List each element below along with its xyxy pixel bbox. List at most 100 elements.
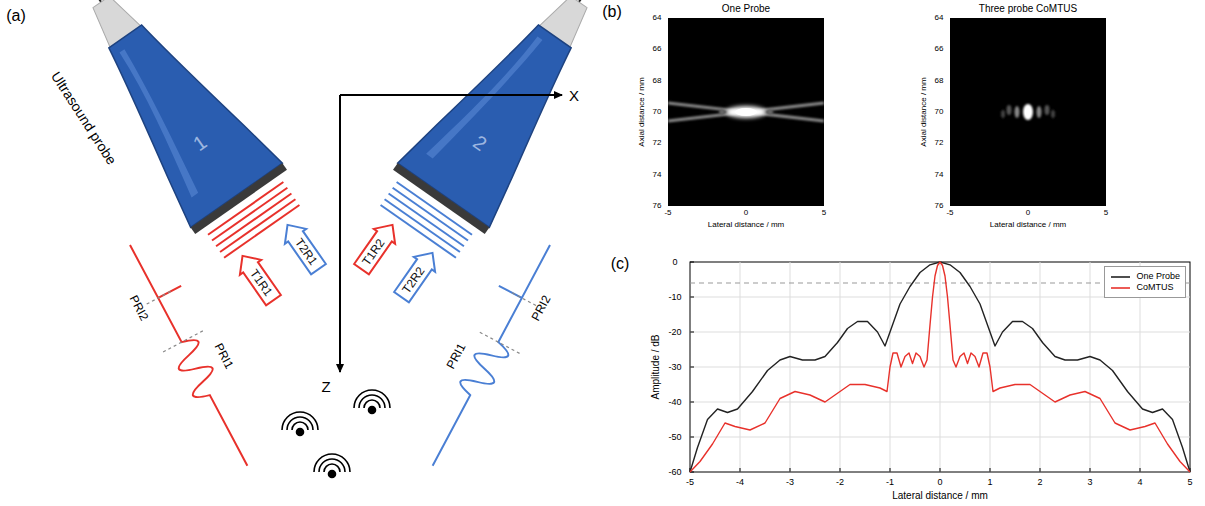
tick-mark	[940, 468, 941, 472]
wavefront	[208, 182, 283, 235]
point-scatterer	[282, 390, 390, 478]
label: 5	[822, 209, 826, 217]
label: Lateral distance / mm	[892, 491, 988, 501]
label: -20	[668, 328, 681, 337]
legend-text: One Probe	[1136, 272, 1180, 281]
legend-line	[1111, 287, 1130, 289]
coordinate-axes	[339, 95, 341, 372]
psf-image	[1001, 110, 1005, 118]
signal-waveform	[477, 331, 519, 354]
tick-mark	[1090, 468, 1091, 472]
legend-box: One ProbeCoMTUS	[1104, 266, 1186, 298]
point-scatterer	[297, 429, 304, 436]
label: 64	[653, 14, 662, 22]
probe-cable	[51, 0, 104, 5]
tick-mark	[690, 332, 694, 333]
label: -3	[786, 478, 794, 487]
label: PRI1	[212, 341, 235, 370]
label: 0	[744, 209, 748, 217]
label: (b)	[602, 4, 622, 20]
arrow-shape	[277, 217, 329, 276]
arrow-label: T2R2	[400, 264, 427, 295]
psf-image	[1025, 107, 1031, 117]
label: -5	[664, 209, 671, 217]
label: Lateral distance / mm	[708, 221, 784, 229]
label: 74	[653, 171, 662, 179]
label: -5	[946, 209, 953, 217]
label: 2	[1037, 478, 1042, 487]
label: 66	[935, 45, 944, 53]
label: Z	[321, 379, 330, 394]
signal-waveform	[160, 331, 202, 354]
amplitude-curve	[690, 262, 1190, 472]
tick-mark	[840, 468, 841, 472]
legend-sample	[1110, 284, 1132, 292]
tick-mark	[890, 468, 891, 472]
legend-row: One Probe	[1110, 272, 1180, 281]
psf-image	[1045, 105, 1050, 115]
label: 76	[653, 202, 662, 210]
label: -4	[736, 478, 744, 487]
label: 70	[653, 108, 662, 116]
point-scatterer	[314, 454, 350, 472]
label: 70	[935, 108, 944, 116]
label: 5	[1104, 209, 1108, 217]
probe-outline	[379, 0, 632, 251]
label: 66	[653, 45, 662, 53]
legend-line	[1111, 276, 1130, 278]
grid-line	[690, 402, 1190, 403]
signal-path-arrow: T1R1	[235, 251, 281, 306]
label: -2	[836, 478, 844, 487]
arrow-shape	[351, 217, 403, 276]
legend-row: CoMTUS	[1110, 283, 1180, 292]
label: 4	[1137, 478, 1142, 487]
tick-mark	[740, 468, 741, 472]
label: 5	[1187, 478, 1192, 487]
psf-image	[726, 106, 766, 118]
grid-line	[690, 437, 1190, 438]
label: PRI2	[529, 293, 552, 322]
label: -1	[886, 478, 894, 487]
signal-path-arrow: T2R2	[394, 248, 440, 303]
tick-mark	[690, 297, 694, 298]
arrow-shape	[391, 245, 443, 304]
label: -50	[668, 433, 681, 442]
label: X	[569, 88, 579, 103]
point-scatterer	[282, 412, 318, 430]
grid-line	[690, 367, 1190, 368]
psf-image	[1015, 106, 1020, 118]
arrow-label: T2R1	[293, 236, 320, 267]
label: Ultrasound probe	[49, 69, 119, 167]
label: Axial distance / mm	[920, 77, 928, 146]
psf-image	[950, 18, 1106, 206]
ultrasound-probe: 2	[379, 0, 632, 251]
label: 0	[672, 258, 677, 267]
label: 72	[653, 139, 662, 147]
label: (a)	[6, 8, 26, 24]
psf-image	[668, 18, 824, 206]
point-scatterer	[329, 471, 336, 478]
label: 1	[987, 478, 992, 487]
tick-mark	[1040, 468, 1041, 472]
label: -10	[668, 293, 681, 302]
psf-image	[735, 108, 757, 116]
label: Lateral distance / mm	[990, 221, 1066, 229]
wavefront	[216, 193, 291, 246]
probe-cable	[577, 0, 630, 5]
label: 68	[653, 77, 662, 85]
amplitude-curve	[690, 262, 1190, 472]
psf-image	[767, 109, 773, 115]
psf-image	[1007, 105, 1012, 115]
arrow-label: T1R1	[248, 267, 275, 298]
label: One Probe	[722, 4, 770, 14]
label: 3	[1087, 478, 1092, 487]
label: 76	[935, 202, 944, 210]
wavefront	[397, 182, 472, 235]
label: -5	[686, 478, 694, 487]
signal-waveform	[509, 291, 535, 305]
label: 0	[937, 478, 942, 487]
grid-line	[690, 332, 1190, 333]
signal-path-arrow: T2R1	[280, 220, 326, 275]
arrow-shape	[232, 248, 284, 307]
psf-image	[950, 18, 1106, 206]
